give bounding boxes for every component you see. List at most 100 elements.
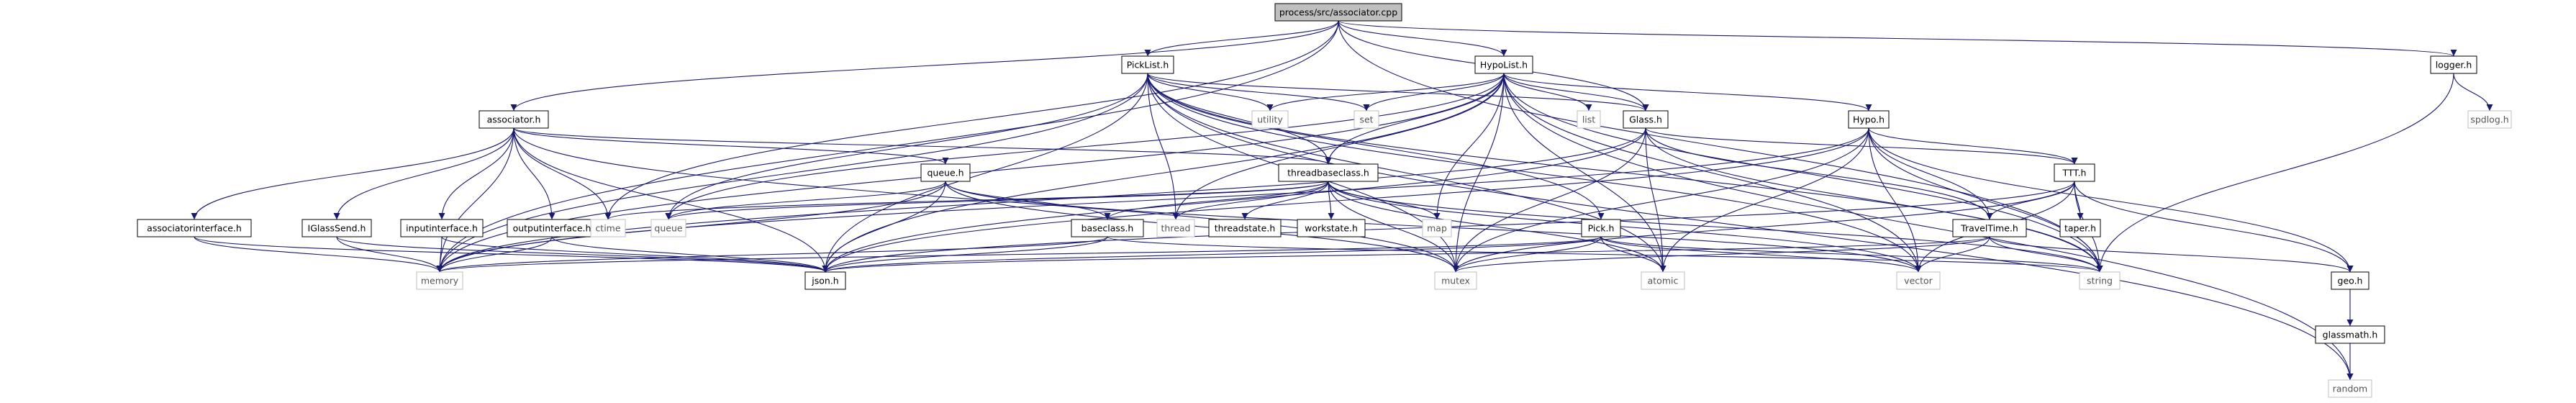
node-box-iglass [301, 219, 372, 237]
node-ttt[interactable]: TTT.h [2054, 163, 2095, 182]
node-label-utility: utility [1257, 114, 1283, 125]
node-box-queueh [920, 163, 971, 182]
node-hypolist[interactable]: HypoList.h [1474, 55, 1533, 74]
node-json[interactable]: json.h [804, 271, 846, 290]
edge-pick-to-mutex [1452, 236, 1602, 273]
node-string: string [2079, 271, 2121, 290]
edge-logger-to-spdlog [2453, 73, 2493, 112]
node-label-inputint: inputinterface.h [406, 223, 478, 234]
node-iglass[interactable]: IGlassSend.h [301, 219, 372, 237]
node-label-map: map [1427, 223, 1447, 234]
edge-picklist-to-pick [1147, 73, 1605, 220]
node-workstate[interactable]: workstate.h [1297, 219, 1366, 237]
node-queueh[interactable]: queue.h [920, 163, 971, 182]
node-label-atomic: atomic [1648, 276, 1679, 286]
node-box-traveltime [1952, 219, 2027, 237]
node-geo[interactable]: geo.h [2331, 271, 2369, 290]
node-box-baseclass [1071, 219, 1144, 237]
node-box-threadstate [1208, 219, 1282, 237]
edge-traveltime-to-geo [1989, 236, 2354, 273]
edge-outputint-to-memory [436, 236, 553, 273]
node-label-threadstate: threadstate.h [1215, 223, 1276, 234]
node-traveltime[interactable]: TravelTime.h [1952, 219, 2027, 237]
node-associator[interactable]: associator.h [479, 110, 549, 129]
edge-root-to-hypolist [1338, 20, 1507, 57]
node-hypo[interactable]: Hypo.h [1848, 110, 1890, 129]
node-inputint[interactable]: inputinterface.h [400, 219, 484, 237]
node-glass[interactable]: Glass.h [1623, 110, 1669, 129]
node-box-pick [1581, 219, 1621, 237]
edge-root-to-logger [1338, 20, 2457, 57]
node-label-assocint: associatorinterface.h [147, 223, 242, 234]
node-spdlog: spdlog.h [2467, 110, 2512, 129]
edge-picklist-to-glass [1147, 73, 1649, 112]
edge-glass-to-ttt [1645, 127, 2078, 165]
edge-glass-to-atomic [1645, 127, 1666, 273]
node-label-string: string [2087, 276, 2113, 286]
node-assocint[interactable]: associatorinterface.h [137, 219, 252, 237]
node-box-ttt [2054, 163, 2095, 182]
node-label-queueh: queue.h [927, 168, 963, 178]
node-box-mutex [1434, 271, 1477, 290]
node-random: random [2328, 379, 2372, 398]
node-outputint[interactable]: outputinterface.h [507, 219, 597, 237]
edge-picklist-to-atomic [1147, 73, 1666, 273]
node-list: list [1577, 110, 1601, 129]
node-label-associator: associator.h [487, 114, 541, 125]
edge-traveltime-to-string [1989, 236, 2103, 273]
edge-iglass-to-json [336, 236, 829, 273]
node-label-glassmath: glassmath.h [2323, 330, 2378, 340]
edge-threadbase-to-string [1328, 181, 2103, 273]
node-box-string [2079, 271, 2121, 290]
edge-threadbase-to-vector [1328, 181, 1922, 273]
edge-queueh-to-mutex [945, 181, 1459, 273]
node-label-queue: queue [654, 223, 682, 234]
node-label-glass: Glass.h [1629, 114, 1662, 125]
node-taper[interactable]: taper.h [2059, 219, 2101, 237]
node-label-hypolist: HypoList.h [1480, 60, 1528, 71]
node-label-json: json.h [811, 276, 838, 286]
node-box-associator [479, 110, 549, 129]
node-label-list: list [1582, 114, 1595, 125]
node-box-glassmath [2315, 325, 2385, 344]
edge-pick-to-memory [437, 236, 1602, 273]
node-root[interactable]: process/src/associator.cpp [1274, 3, 1402, 22]
edge-hypo-to-json [822, 127, 1869, 273]
node-box-map [1422, 219, 1452, 237]
node-baseclass[interactable]: baseclass.h [1071, 219, 1144, 237]
node-box-queue [650, 219, 686, 237]
edge-root-to-associator [510, 20, 1339, 112]
edge-threadbase-to-threadstate [1241, 181, 1329, 220]
node-glassmath[interactable]: glassmath.h [2315, 325, 2385, 344]
node-box-vector [1896, 271, 1941, 290]
edge-traveltime-to-vector [1915, 236, 1990, 273]
node-vector: vector [1896, 271, 1941, 290]
node-label-memory: memory [421, 276, 459, 286]
edge-associator-to-assocint [191, 127, 514, 220]
node-label-ctime: ctime [595, 223, 620, 234]
node-label-outputint: outputinterface.h [513, 223, 591, 234]
edge-ttt-to-taper [2074, 181, 2084, 220]
edge-hypo-to-geo [1868, 127, 2354, 273]
node-pick[interactable]: Pick.h [1581, 219, 1621, 237]
edge-picklist-to-queue [665, 73, 1148, 220]
edges-layer [191, 20, 2493, 381]
node-label-geo: geo.h [2338, 276, 2363, 286]
edge-hypo-to-ttt [1868, 127, 2078, 165]
node-box-geo [2331, 271, 2369, 290]
node-thread: thread [1156, 219, 1195, 237]
node-logger[interactable]: logger.h [2430, 55, 2477, 74]
edge-hypolist-to-threadbase [1325, 73, 1505, 165]
node-label-root: process/src/associator.cpp [1279, 7, 1397, 18]
node-picklist[interactable]: PickList.h [1121, 55, 1174, 74]
node-threadbase[interactable]: threadbaseclass.h [1278, 163, 1379, 182]
node-threadstate[interactable]: threadstate.h [1208, 219, 1282, 237]
node-label-baseclass: baseclass.h [1081, 223, 1134, 234]
edge-hypolist-to-hypo [1503, 73, 1872, 112]
node-box-ctime [590, 219, 626, 237]
edge-queueh-to-json [822, 181, 946, 273]
edge-associator-to-queueh [513, 127, 949, 165]
edge-assocint-to-memory [194, 236, 443, 273]
